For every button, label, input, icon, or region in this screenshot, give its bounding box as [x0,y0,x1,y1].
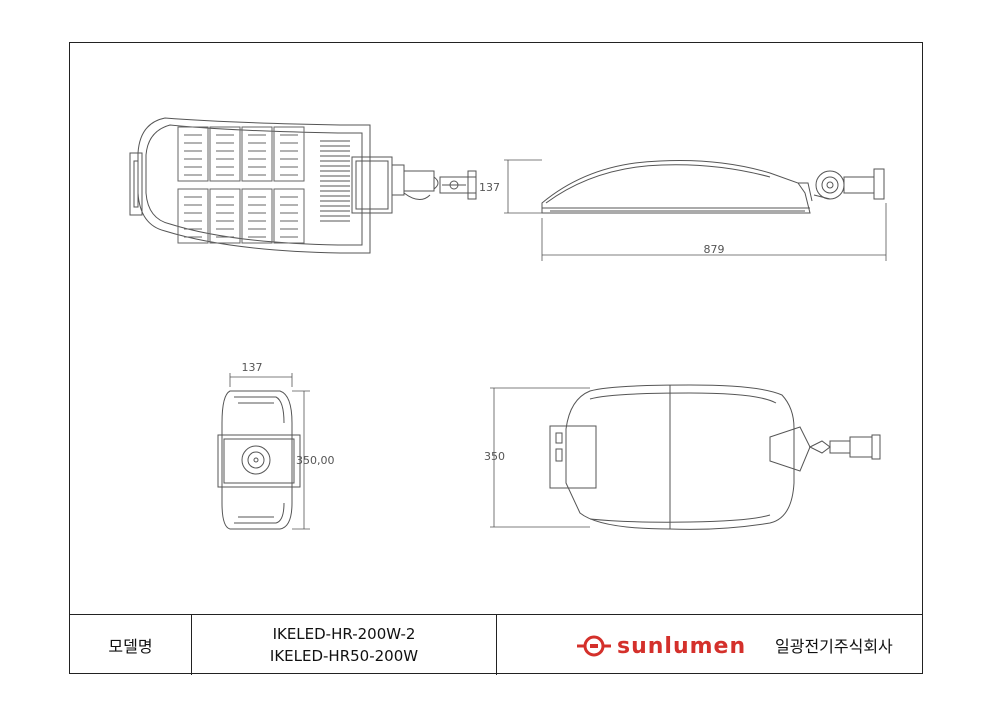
sunlumen-logo: sunlumen [577,632,746,660]
bottom-view [549,384,881,530]
bottom-dimensions [490,387,590,528]
title-block: 모델명 IKELED-HR-200W-2 IKELED-HR50-200W su… [70,614,922,675]
model-names-cell: IKELED-HR-200W-2 IKELED-HR50-200W [192,615,497,675]
technical-drawing: 137 879 137 350,00 [129,117,887,530]
side-dimensions [504,159,887,261]
model-label: 모델명 [108,637,153,656]
side-view [541,160,885,214]
model-name-1: IKELED-HR-200W-2 [272,625,416,643]
front-view [217,390,301,530]
brand-cell: sunlumen 일광전기주식회사 [497,615,922,675]
drawing-sheet: 137 879 137 350,00 [69,42,923,675]
bottom-height-dim: 350 [484,450,505,463]
top-view [129,117,477,254]
led-modules [177,126,305,244]
model-label-cell: 모델명 [70,615,192,675]
brand-wordmark: sunlumen [617,633,747,659]
side-height-dim: 137 [479,181,500,194]
front-height-dim: 350,00 [296,454,335,467]
company-name: 일광전기주식회사 [775,637,893,656]
front-width-dim: 137 [242,361,263,374]
sunlumen-logo-mark-icon [577,635,611,657]
side-length-dim: 879 [704,243,725,256]
model-name-2: IKELED-HR50-200W [269,647,419,665]
front-dimensions [229,373,310,530]
